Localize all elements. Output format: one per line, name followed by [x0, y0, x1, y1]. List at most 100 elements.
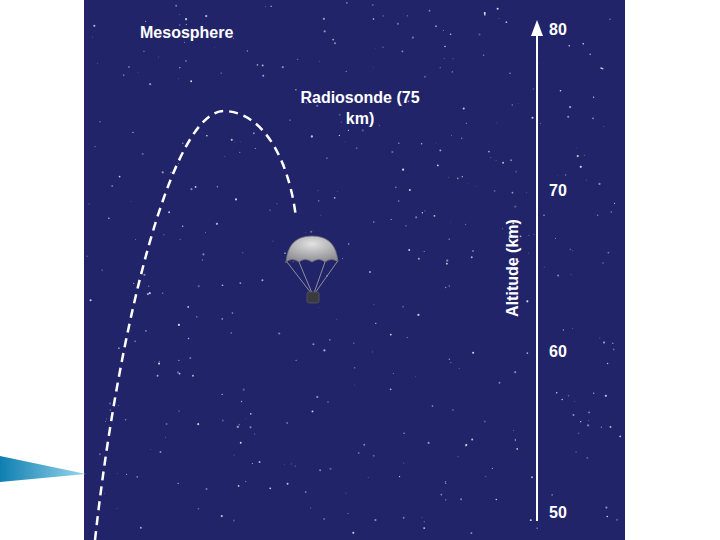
- star: [414, 376, 416, 378]
- star: [371, 351, 373, 353]
- star: [202, 253, 204, 255]
- star: [252, 463, 253, 464]
- star: [237, 426, 239, 428]
- star: [443, 30, 444, 31]
- star: [312, 410, 314, 412]
- star: [262, 75, 264, 77]
- star: [245, 418, 247, 420]
- star: [149, 292, 151, 294]
- star: [356, 147, 358, 149]
- star: [239, 141, 241, 143]
- star: [368, 477, 369, 478]
- star: [305, 232, 307, 234]
- star: [373, 221, 375, 223]
- star: [339, 114, 341, 116]
- star: [220, 72, 222, 74]
- star: [572, 414, 574, 416]
- star: [448, 177, 450, 179]
- star: [373, 455, 375, 457]
- star: [168, 211, 170, 213]
- star: [348, 243, 349, 244]
- star: [101, 269, 102, 270]
- star: [230, 332, 232, 334]
- star: [502, 228, 504, 230]
- star: [509, 72, 511, 74]
- star: [346, 71, 347, 72]
- star: [375, 323, 376, 324]
- star: [405, 225, 406, 226]
- star: [119, 176, 121, 178]
- star: [528, 252, 530, 254]
- star: [145, 21, 146, 22]
- star: [295, 89, 296, 90]
- star: [568, 395, 570, 397]
- star: [537, 528, 538, 529]
- star: [418, 258, 420, 260]
- star: [574, 401, 576, 403]
- star: [247, 50, 248, 51]
- star: [424, 521, 425, 522]
- star: [440, 67, 441, 68]
- star: [402, 306, 404, 308]
- star: [137, 71, 139, 73]
- star: [296, 360, 297, 361]
- star: [427, 442, 429, 444]
- star: [270, 5, 272, 7]
- star: [435, 25, 437, 27]
- star: [105, 420, 107, 422]
- star: [530, 519, 532, 521]
- star: [341, 122, 342, 123]
- star: [452, 58, 454, 60]
- star: [497, 8, 499, 10]
- star: [460, 498, 462, 500]
- star: [437, 165, 439, 167]
- star: [109, 402, 111, 404]
- star: [392, 373, 394, 375]
- star: [576, 147, 578, 149]
- star: [150, 448, 152, 450]
- star: [159, 360, 161, 362]
- star: [457, 178, 459, 180]
- star: [582, 43, 584, 45]
- star: [305, 491, 307, 493]
- star: [450, 222, 452, 224]
- star: [126, 474, 127, 475]
- star: [472, 250, 473, 251]
- star: [510, 159, 512, 161]
- star: [505, 21, 507, 23]
- star: [423, 527, 425, 529]
- star: [272, 240, 273, 241]
- star: [440, 494, 442, 496]
- star: [586, 457, 588, 459]
- star: [472, 352, 474, 354]
- star: [572, 250, 574, 252]
- star: [465, 445, 467, 447]
- star: [588, 411, 590, 413]
- star: [265, 6, 267, 8]
- star: [407, 15, 408, 16]
- star: [403, 462, 404, 463]
- star: [490, 157, 491, 158]
- star: [293, 261, 294, 262]
- star: [217, 186, 218, 187]
- star: [459, 368, 460, 369]
- star: [116, 508, 118, 510]
- star: [484, 14, 486, 16]
- star: [329, 468, 331, 470]
- star: [192, 375, 194, 377]
- star: [342, 258, 344, 260]
- star: [599, 337, 601, 339]
- star: [445, 483, 446, 484]
- star: [422, 212, 423, 213]
- star: [561, 399, 563, 401]
- star: [407, 337, 409, 339]
- star: [512, 104, 514, 106]
- star: [216, 223, 218, 225]
- star: [148, 285, 149, 286]
- star: [327, 401, 329, 403]
- star: [118, 405, 119, 406]
- star: [222, 420, 224, 422]
- star: [373, 304, 375, 306]
- star: [513, 430, 514, 431]
